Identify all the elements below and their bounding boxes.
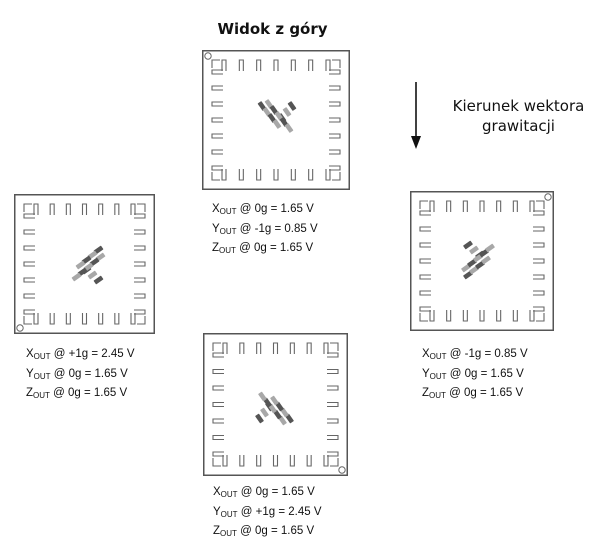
readout-x: XOUT @ +1g = 2.45 V: [26, 348, 135, 361]
chip-top: [202, 50, 350, 190]
readout-y: YOUT @ -1g = 0.85 V: [212, 222, 318, 236]
readout-top: XOUT @ 0g = 1.65 V YOUT @ -1g = 0.85 V Z…: [212, 201, 318, 260]
readout-z: ZOUT @ 0g = 1.65 V: [212, 242, 314, 255]
readout-z: ZOUT @ 0g = 1.65 V: [213, 525, 315, 538]
readout-x: XOUT @ -1g = 0.85 V: [422, 348, 528, 361]
chip-left: [14, 194, 155, 334]
readout-z: ZOUT @ 0g = 1.65 V: [422, 387, 524, 400]
chip-bottom-package: [203, 333, 348, 476]
readout-left: XOUT @ +1g = 2.45 V YOUT @ 0g = 1.65 V Z…: [26, 346, 135, 405]
readout-y: YOUT @ 0g = 1.65 V: [422, 367, 524, 381]
diagram-title: Widok z góry: [217, 20, 328, 38]
readout-z: ZOUT @ 0g = 1.65 V: [26, 387, 128, 400]
gravity-label-line1: Kierunek wektora: [452, 97, 585, 115]
readout-bottom: XOUT @ 0g = 1.65 V YOUT @ +1g = 2.45 V Z…: [213, 484, 322, 543]
readout-y: YOUT @ +1g = 2.45 V: [213, 505, 322, 519]
chip-top-package: [202, 50, 350, 190]
chip-bottom: [203, 333, 348, 476]
gravity-arrow-icon: [411, 82, 421, 149]
readout-x: XOUT @ 0g = 1.65 V: [212, 203, 314, 216]
chip-right: [410, 191, 554, 331]
chip-left-package: [14, 194, 155, 334]
readout-x: XOUT @ 0g = 1.65 V: [213, 486, 315, 499]
gravity-direction-label: Kierunek wektora grawitacji: [436, 96, 601, 136]
gravity-label-line2: grawitacji: [482, 117, 555, 135]
readout-right: XOUT @ -1g = 0.85 V YOUT @ 0g = 1.65 V Z…: [422, 346, 528, 405]
chip-right-package: [410, 191, 554, 331]
readout-y: YOUT @ 0g = 1.65 V: [26, 367, 128, 381]
